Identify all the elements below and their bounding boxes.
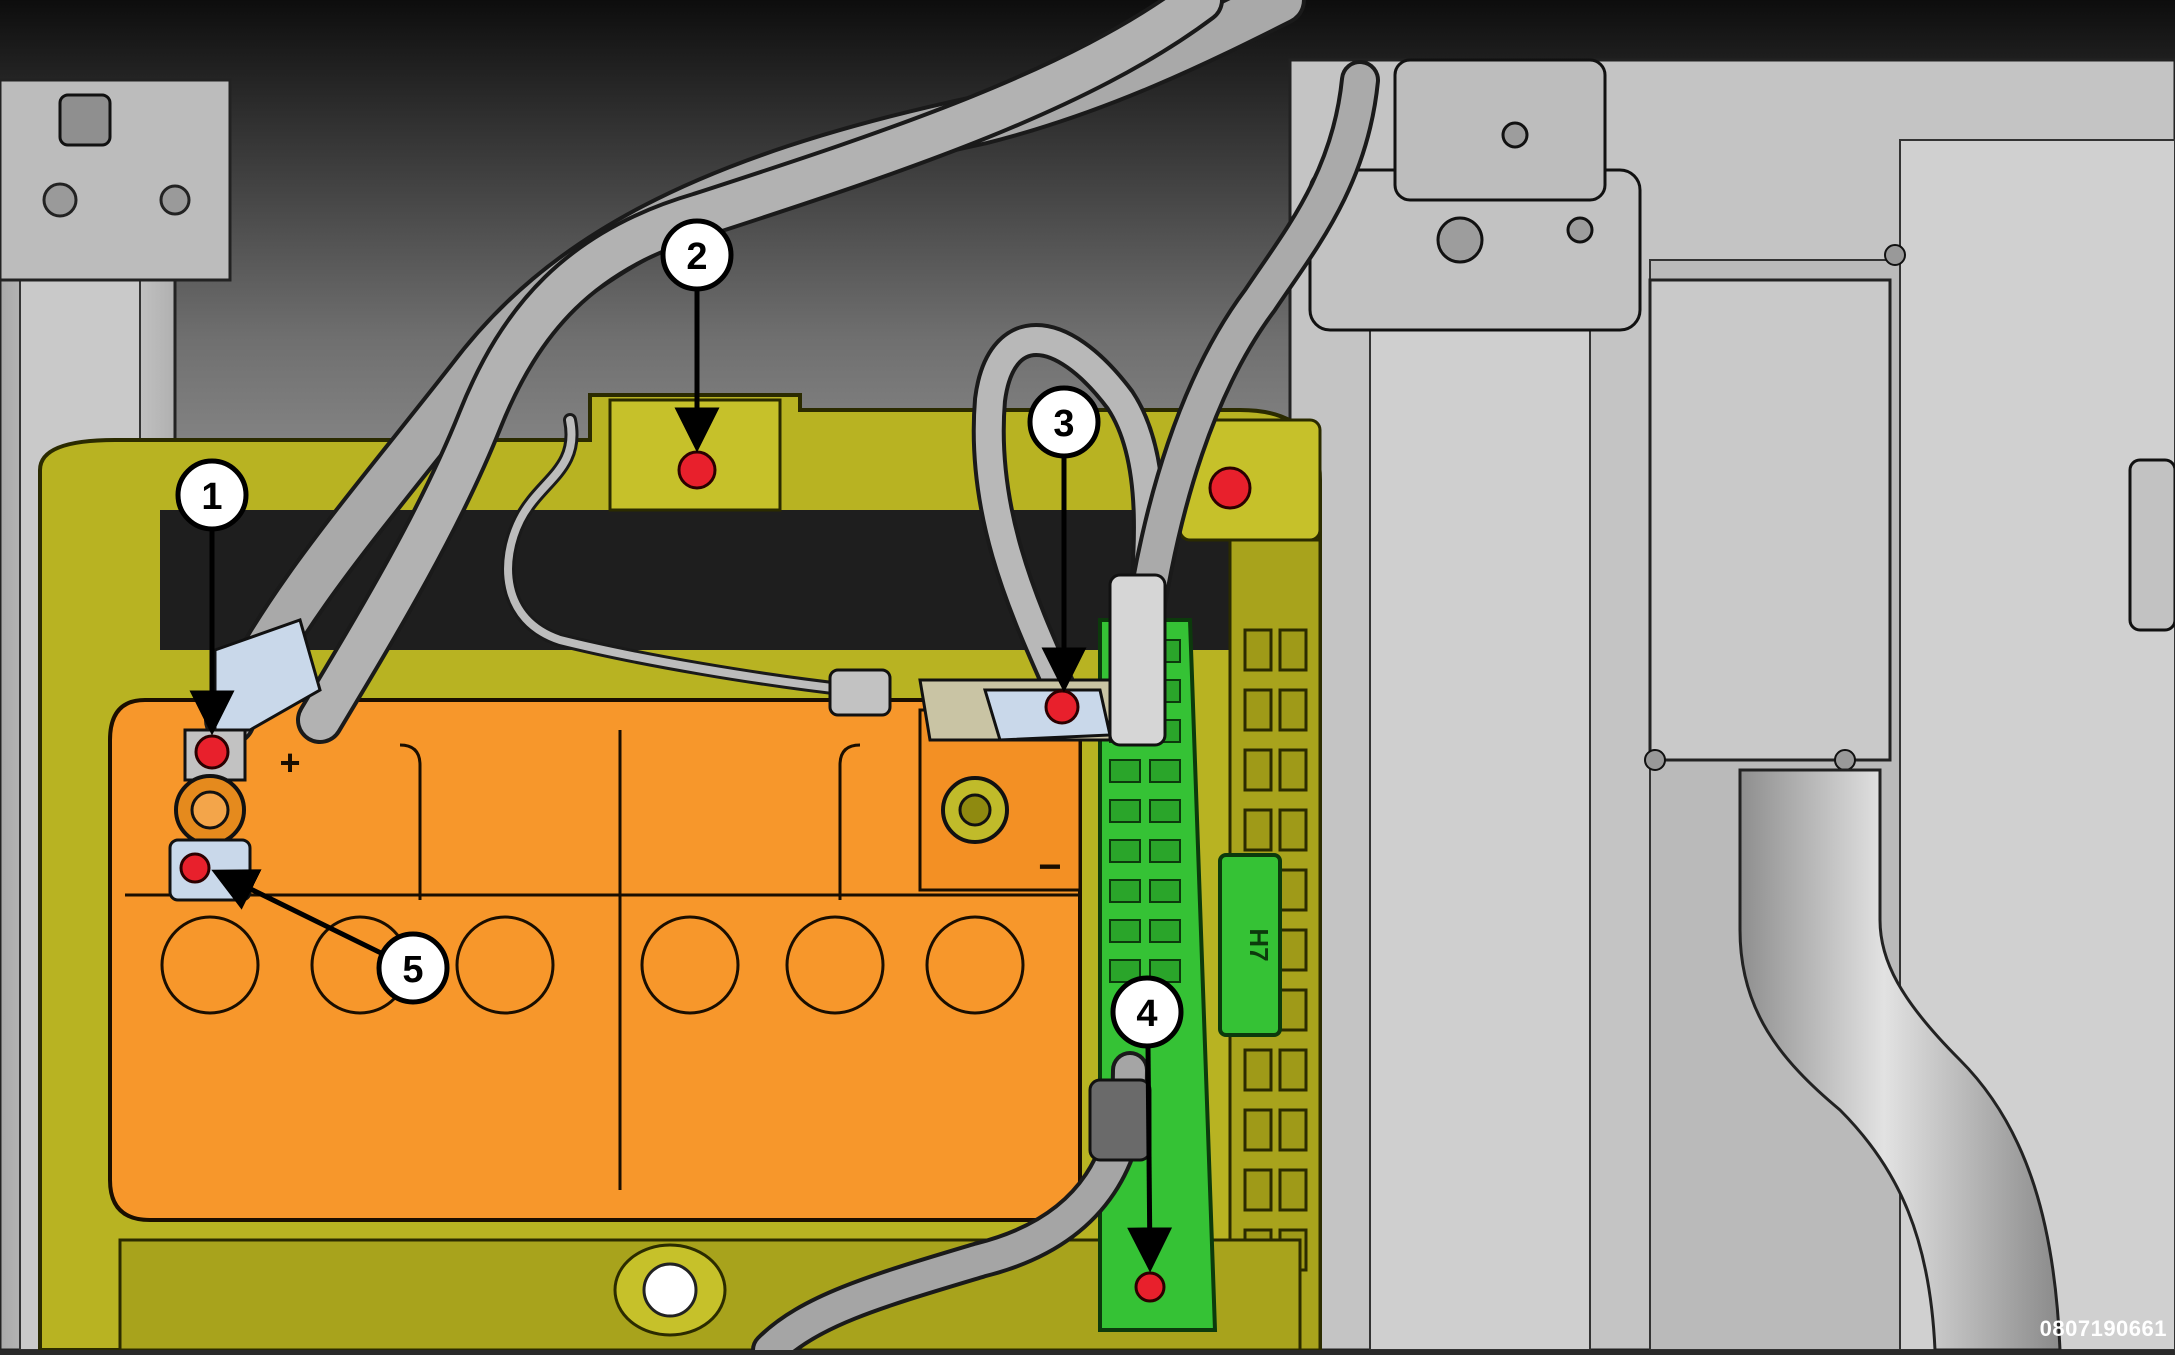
positive-marking: + — [279, 742, 300, 783]
callouts — [189, 290, 1173, 1273]
callout-3-label: 3 — [1053, 403, 1074, 445]
callout-4-circle — [1110, 975, 1184, 1049]
right-body-structure — [1288, 58, 2175, 1352]
callout-4-label: 4 — [1136, 993, 1157, 1035]
callout-2-circle — [660, 218, 734, 292]
callout-5-label: 5 — [402, 949, 423, 991]
fastener-5 — [179, 852, 211, 884]
callout-3-circle — [1027, 385, 1101, 459]
tray-mark: H7 — [1244, 928, 1274, 961]
fastener-1 — [194, 734, 230, 770]
figure-id: 0807190661 — [2039, 1316, 2167, 1341]
negative-marking: − — [1038, 845, 1061, 889]
callout-5-circle — [376, 931, 450, 1005]
callout-1-label: 1 — [201, 476, 222, 518]
callout-2-label: 2 — [686, 236, 707, 278]
callout-5-leader — [211, 869, 387, 958]
fastener-4 — [1134, 1271, 1166, 1303]
fastener-3 — [1044, 689, 1080, 725]
fastener-extra — [1208, 466, 1252, 510]
battery: + − — [108, 698, 1082, 1222]
fastener-2 — [677, 450, 717, 490]
callout-1-circle — [175, 458, 249, 532]
battery-cables — [204, 0, 1380, 1355]
callout-badges: 1 2 3 4 5 — [175, 218, 1184, 1049]
fasteners — [179, 450, 1252, 1303]
callout-4-leader — [1127, 1044, 1173, 1273]
